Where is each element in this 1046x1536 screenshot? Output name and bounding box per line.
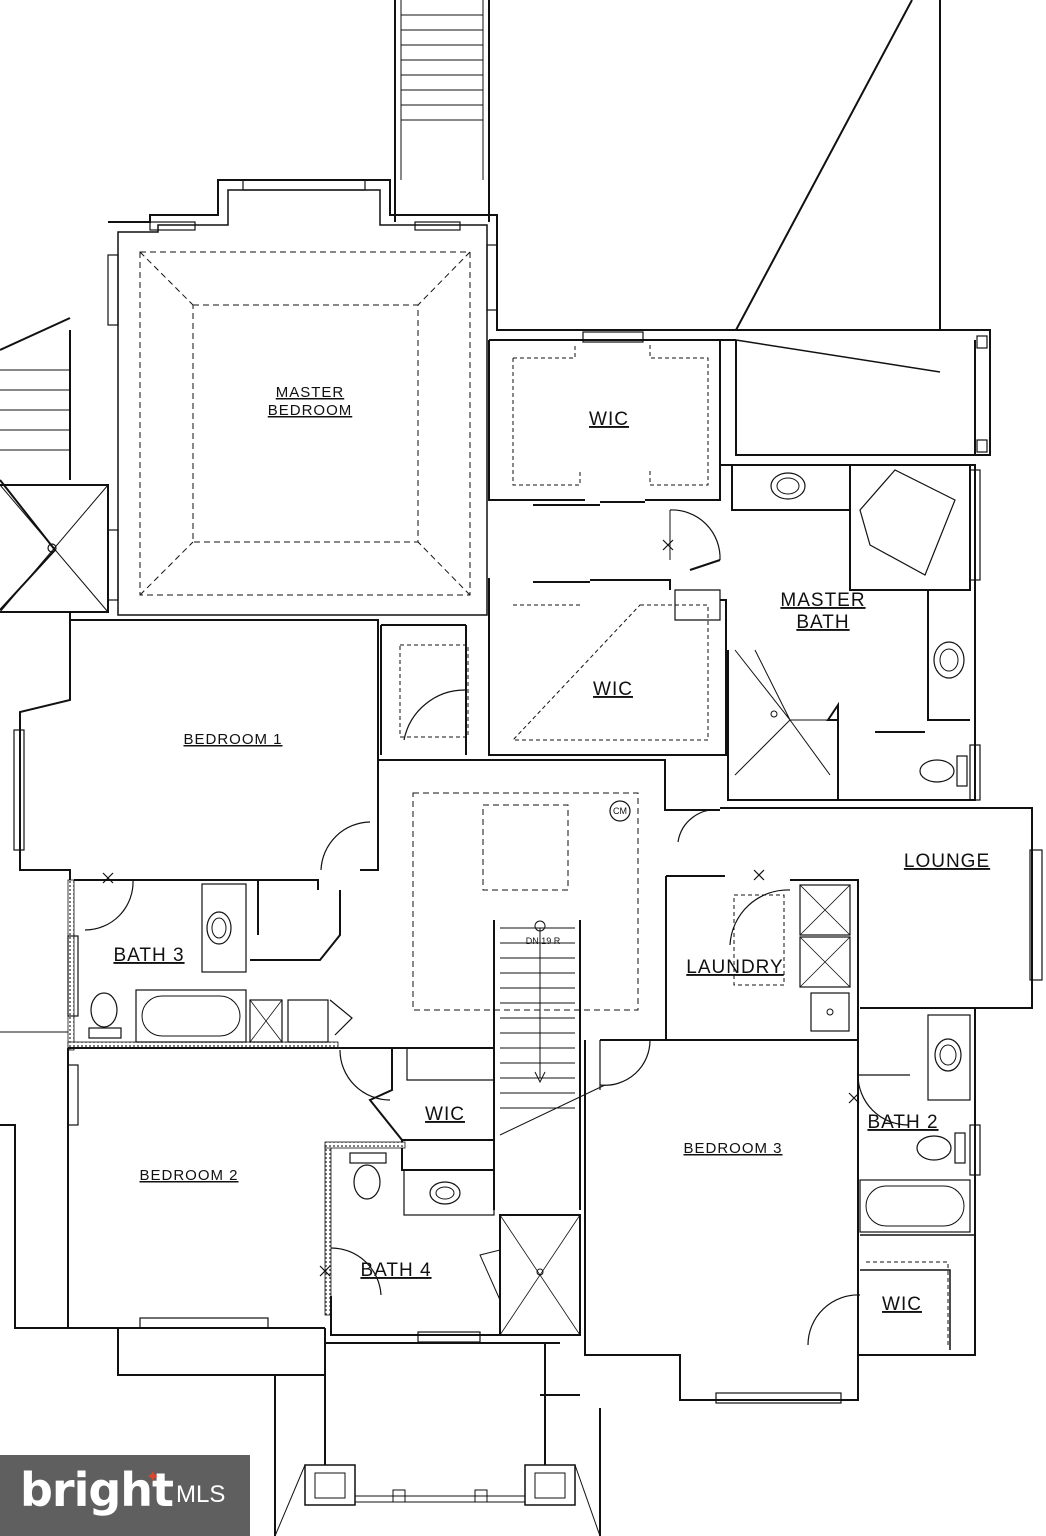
master-bedroom-label-1: MASTER: [276, 384, 345, 401]
cm-label: CM: [613, 806, 627, 816]
central-stair: [493, 920, 606, 1210]
lounge-label: LOUNGE: [904, 851, 990, 872]
bedroom-3-walls: [584, 1008, 976, 1404]
bath-2-walls: [848, 1014, 981, 1233]
front-porch: [274, 1342, 601, 1536]
room-labels: MASTER BEDROOM WIC WIC MASTER BATH BEDRO…: [113, 384, 990, 1315]
bedroom-2-walls: [0, 1047, 338, 1376]
bath-3-walls: [0, 872, 353, 1051]
master-bath-label-2: BATH: [796, 612, 849, 633]
laundry-label: LAUNDRY: [686, 957, 783, 978]
bath-3-label: BATH 3: [113, 945, 184, 966]
watermark-suffix: MLS: [176, 1481, 226, 1508]
bright-mls-watermark: bright ✦ MLS: [0, 1455, 250, 1536]
wic-middle-label: WIC: [593, 679, 633, 700]
wic-upper-walls: [488, 331, 736, 506]
master-bedroom-label-2: BEDROOM: [268, 402, 353, 419]
bath-4-label: BATH 4: [360, 1260, 431, 1281]
laundry-walls: [665, 869, 859, 1041]
bath-2-label: BATH 2: [867, 1112, 938, 1133]
central-hall: [378, 759, 721, 1011]
bedroom-2-label: BEDROOM 2: [139, 1167, 238, 1184]
hall-wic-bath4-walls: [319, 1047, 581, 1343]
wic-middle-walls: [488, 559, 727, 756]
master-bath-label-1: MASTER: [780, 590, 865, 611]
master-bedroom-walls: [107, 179, 736, 616]
wic-hall-label: WIC: [425, 1104, 465, 1125]
roof-outline: [734, 0, 991, 456]
lounge-walls: [720, 807, 1043, 1009]
watermark-star-icon: ✦: [146, 1467, 160, 1486]
wic-upper-label: WIC: [589, 409, 629, 430]
master-bath-walls: [662, 464, 981, 801]
left-exterior-stair: [0, 317, 109, 613]
top-stair: [394, 0, 490, 222]
bedroom-1-label: BEDROOM 1: [183, 731, 282, 748]
bedroom-1-walls: [13, 612, 469, 880]
stair-note: DN 19 R: [526, 936, 561, 946]
wic-bed3-label: WIC: [882, 1294, 922, 1315]
bedroom-3-label: BEDROOM 3: [683, 1140, 782, 1157]
watermark-brand: bright: [20, 1463, 174, 1517]
